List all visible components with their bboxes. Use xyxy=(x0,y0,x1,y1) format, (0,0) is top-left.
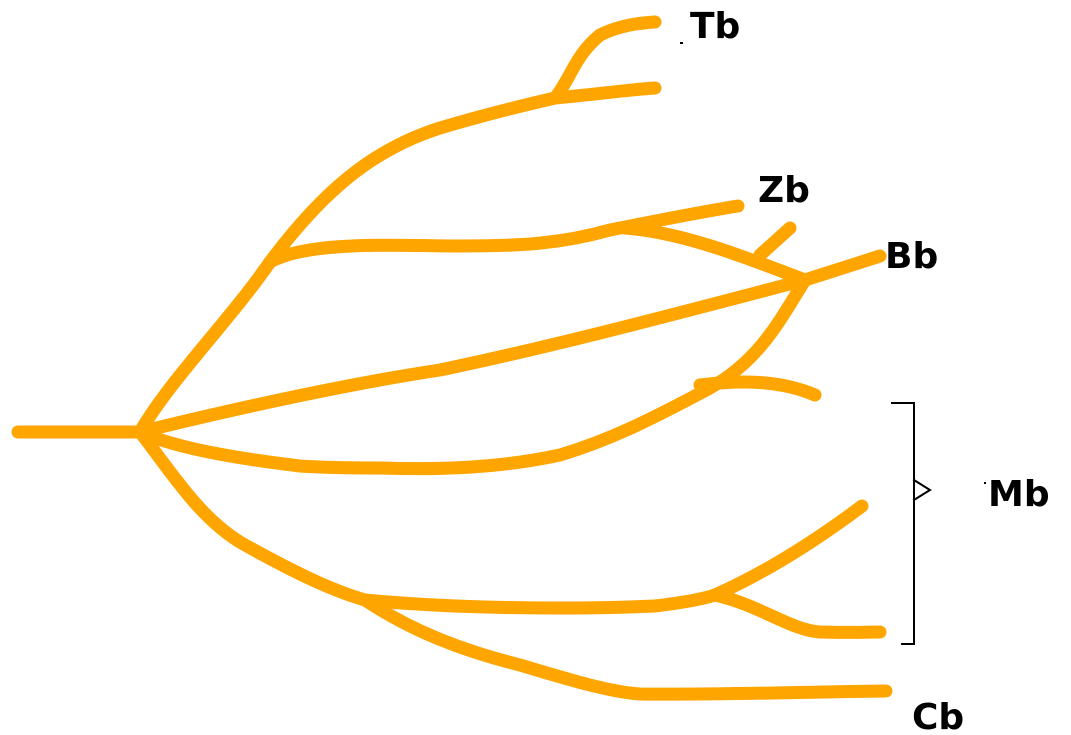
cb-branch xyxy=(358,593,893,701)
lower-middle-branch xyxy=(133,425,387,475)
mb-bracket xyxy=(891,402,932,645)
mb-fork-branch xyxy=(358,588,722,615)
label-tb: Tb xyxy=(690,6,740,47)
tb-lower-branch xyxy=(548,81,662,105)
lower-trunk xyxy=(133,425,372,607)
zb-spur xyxy=(618,221,812,287)
short-twig xyxy=(693,375,822,402)
zb-branch xyxy=(263,199,745,269)
stray-dot-mb xyxy=(984,482,986,484)
stray-dot-tb xyxy=(680,42,683,44)
mb-lower-branch xyxy=(708,588,887,639)
upper-trunk xyxy=(133,91,562,439)
mb-upper-branch xyxy=(708,499,869,602)
middle-branch-to-bb xyxy=(133,273,812,439)
tb-upper-branch xyxy=(548,15,662,105)
zb-small-twig xyxy=(753,221,797,262)
label-cb: Cb xyxy=(912,697,964,735)
bb-terminal xyxy=(798,249,887,287)
label-zb: Zb xyxy=(758,170,810,211)
label-mb: Mb xyxy=(988,474,1050,515)
bb-descending-branch xyxy=(373,273,812,476)
label-bb: Bb xyxy=(885,236,938,277)
